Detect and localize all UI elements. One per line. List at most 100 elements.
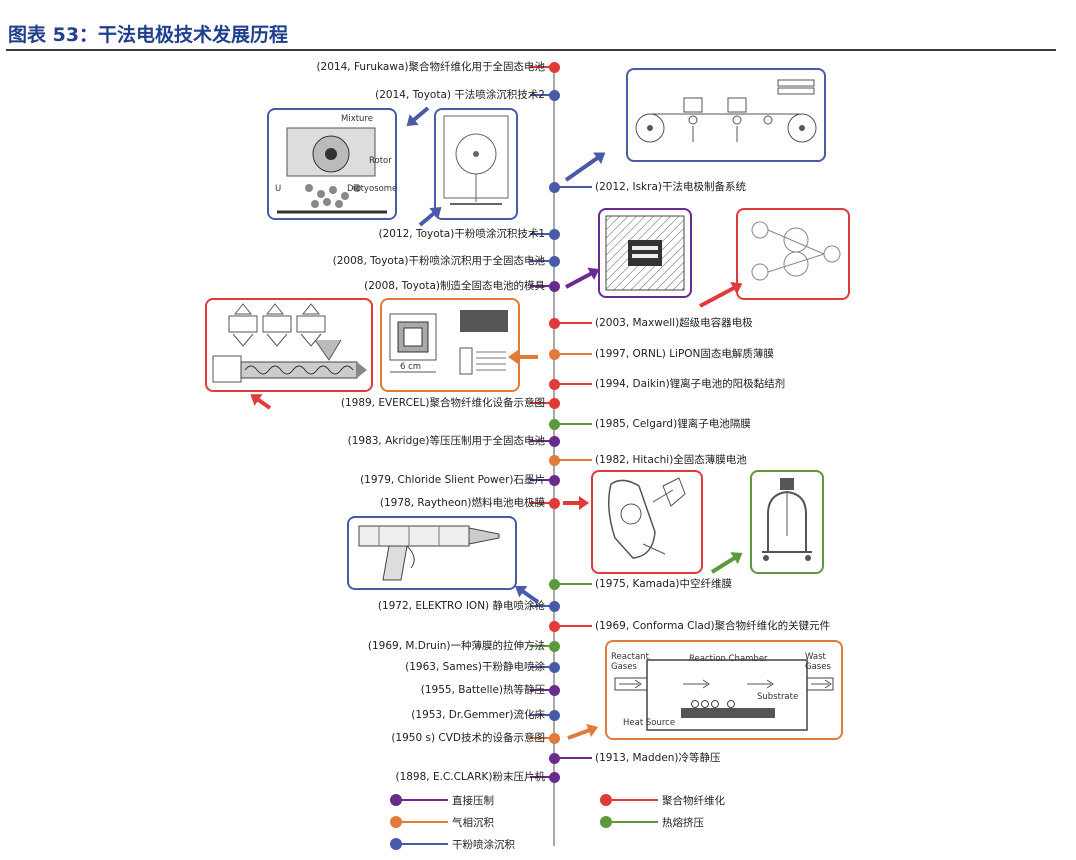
substrate-label: Substrate bbox=[757, 692, 799, 702]
ornl-lipon-box: 6 cm bbox=[380, 298, 520, 392]
calender-diagram bbox=[751, 221, 841, 281]
arrow-to-mold bbox=[565, 271, 594, 289]
mixture-label: Mixture bbox=[341, 114, 373, 124]
event-connector bbox=[554, 625, 592, 627]
legend-dot bbox=[390, 816, 402, 828]
event-label: (1989, EVERCEL)聚合物纤维化设备示意图 bbox=[340, 397, 545, 409]
event-dot bbox=[548, 600, 560, 612]
figure-title: 图表 53：干法电极技术发展历程 bbox=[8, 24, 289, 46]
event-dot bbox=[548, 620, 560, 632]
event-connector bbox=[530, 689, 554, 691]
toyota-spray-2-box: Mixture Rotor Dictyosome U bbox=[267, 108, 397, 220]
event-dot bbox=[548, 497, 560, 509]
event-dot bbox=[548, 732, 560, 744]
arrow-to-raytheon bbox=[563, 496, 589, 510]
event-connector bbox=[530, 66, 554, 68]
event-label: (1955, Battelle)热等静压 bbox=[420, 684, 545, 696]
event-dot bbox=[548, 418, 560, 430]
event-dot bbox=[548, 752, 560, 764]
evercel-device-box bbox=[205, 298, 373, 392]
event-label: (1983, Akridge)等压压制用于全固态电池 bbox=[347, 435, 545, 447]
event-label: (1985, Celgard)锂离子电池隔膜 bbox=[595, 418, 751, 430]
raytheon-membrane-box bbox=[591, 470, 703, 574]
event-label: (2008, Toyota)干粉喷涂沉积用于全固态电池 bbox=[332, 255, 545, 267]
event-label: (1979, Chloride Slient Power)石墨片 bbox=[360, 474, 545, 486]
event-dot bbox=[548, 397, 560, 409]
mold-diagram bbox=[605, 215, 685, 291]
event-connector bbox=[530, 440, 554, 442]
arrow-to-evercel bbox=[255, 397, 272, 410]
event-connector bbox=[530, 605, 554, 607]
legend-label: 直接压制 bbox=[452, 795, 494, 807]
event-label: (1994, Daikin)锂离子电池的阳极黏结剂 bbox=[595, 378, 786, 390]
event-connector bbox=[554, 353, 592, 355]
legend-line bbox=[396, 821, 448, 823]
event-dot bbox=[548, 181, 560, 193]
event-connector bbox=[530, 233, 554, 235]
hollow-fiber-diagram bbox=[762, 478, 812, 561]
event-label: (1969, M.Druin)一种薄膜的拉伸方法 bbox=[367, 640, 545, 652]
thin-film-diagram bbox=[389, 310, 508, 375]
event-label: (2012, Toyota)干粉喷涂沉积技术1 bbox=[378, 228, 545, 240]
cvd-chamber-diagram bbox=[614, 659, 834, 731]
legend-label: 热熔挤压 bbox=[662, 817, 704, 829]
event-label: (2014, Furukawa)聚合物纤维化用于全固态电池 bbox=[316, 61, 545, 73]
arrow-to-maxwell bbox=[699, 285, 737, 308]
scale-label: 6 cm bbox=[400, 362, 422, 372]
legend-dot bbox=[600, 794, 612, 806]
reactant-gases-label: Reactant Gases bbox=[611, 652, 649, 672]
legend-label: 聚合物纤维化 bbox=[662, 795, 725, 807]
event-label: (1913, Madden)冷等静压 bbox=[595, 752, 721, 764]
event-dot bbox=[548, 435, 560, 447]
event-label: (1953, Dr.Gemmer)流化床 bbox=[411, 709, 545, 721]
legend-line bbox=[606, 821, 658, 823]
event-label: (1950 s) CVD技术的设备示意图 bbox=[391, 732, 545, 744]
fuel-cell-device-diagram bbox=[608, 477, 686, 559]
event-dot bbox=[548, 61, 560, 73]
heat-source-label: Heat Source bbox=[623, 718, 676, 728]
event-connector bbox=[530, 260, 554, 262]
event-label: (2003, Maxwell)超级电容器电极 bbox=[595, 317, 753, 329]
toyota-mold-box bbox=[598, 208, 692, 298]
event-connector bbox=[554, 757, 592, 759]
event-connector bbox=[554, 322, 592, 324]
maxwell-electrode-box bbox=[736, 208, 850, 300]
event-dot bbox=[548, 89, 560, 101]
legend-line bbox=[606, 799, 658, 801]
event-connector bbox=[530, 714, 554, 716]
toyota-spray-1-box bbox=[434, 108, 518, 220]
event-dot bbox=[548, 228, 560, 240]
cvd-equipment-box: Reactant Gases Reaction Chamber Wast Gas… bbox=[605, 640, 843, 740]
event-dot bbox=[548, 474, 560, 486]
legend-line bbox=[396, 843, 448, 845]
spray-rotor-diagram bbox=[277, 127, 387, 214]
legend-label: 干粉喷涂沉积 bbox=[452, 839, 515, 851]
arrow-to-cvd bbox=[567, 727, 592, 740]
event-dot bbox=[548, 684, 560, 696]
event-label: (1972, ELEKTRO ION) 静电喷涂枪 bbox=[377, 600, 545, 612]
event-dot bbox=[548, 454, 560, 466]
event-connector bbox=[530, 285, 554, 287]
legend-dot bbox=[390, 838, 402, 850]
event-dot bbox=[548, 348, 560, 360]
event-label: (1975, Kamada)中空纤维膜 bbox=[595, 578, 732, 590]
event-dot bbox=[548, 578, 560, 590]
event-label: (1997, ORNL) LiPON固态电解质薄膜 bbox=[595, 348, 774, 360]
event-label: (2012, Iskra)干法电极制备系统 bbox=[595, 181, 746, 193]
event-connector bbox=[530, 402, 554, 404]
event-label: (1982, Hitachi)全固态薄膜电池 bbox=[595, 454, 747, 466]
event-connector bbox=[530, 666, 554, 668]
event-connector bbox=[530, 737, 554, 739]
event-connector bbox=[554, 583, 592, 585]
roll-process-diagram bbox=[635, 79, 817, 143]
legend-dot bbox=[390, 794, 402, 806]
kamada-hollow-fiber-box bbox=[750, 470, 824, 574]
wast-gases-label: Wast Gases bbox=[805, 652, 831, 672]
event-label: (1963, Sames)干粉静电喷涂 bbox=[405, 661, 545, 673]
event-connector bbox=[530, 776, 554, 778]
arrow-to-lipon bbox=[516, 355, 538, 359]
event-dot bbox=[548, 771, 560, 783]
spray-chamber-diagram bbox=[443, 115, 509, 205]
legend-dot bbox=[600, 816, 612, 828]
event-connector bbox=[554, 383, 592, 385]
